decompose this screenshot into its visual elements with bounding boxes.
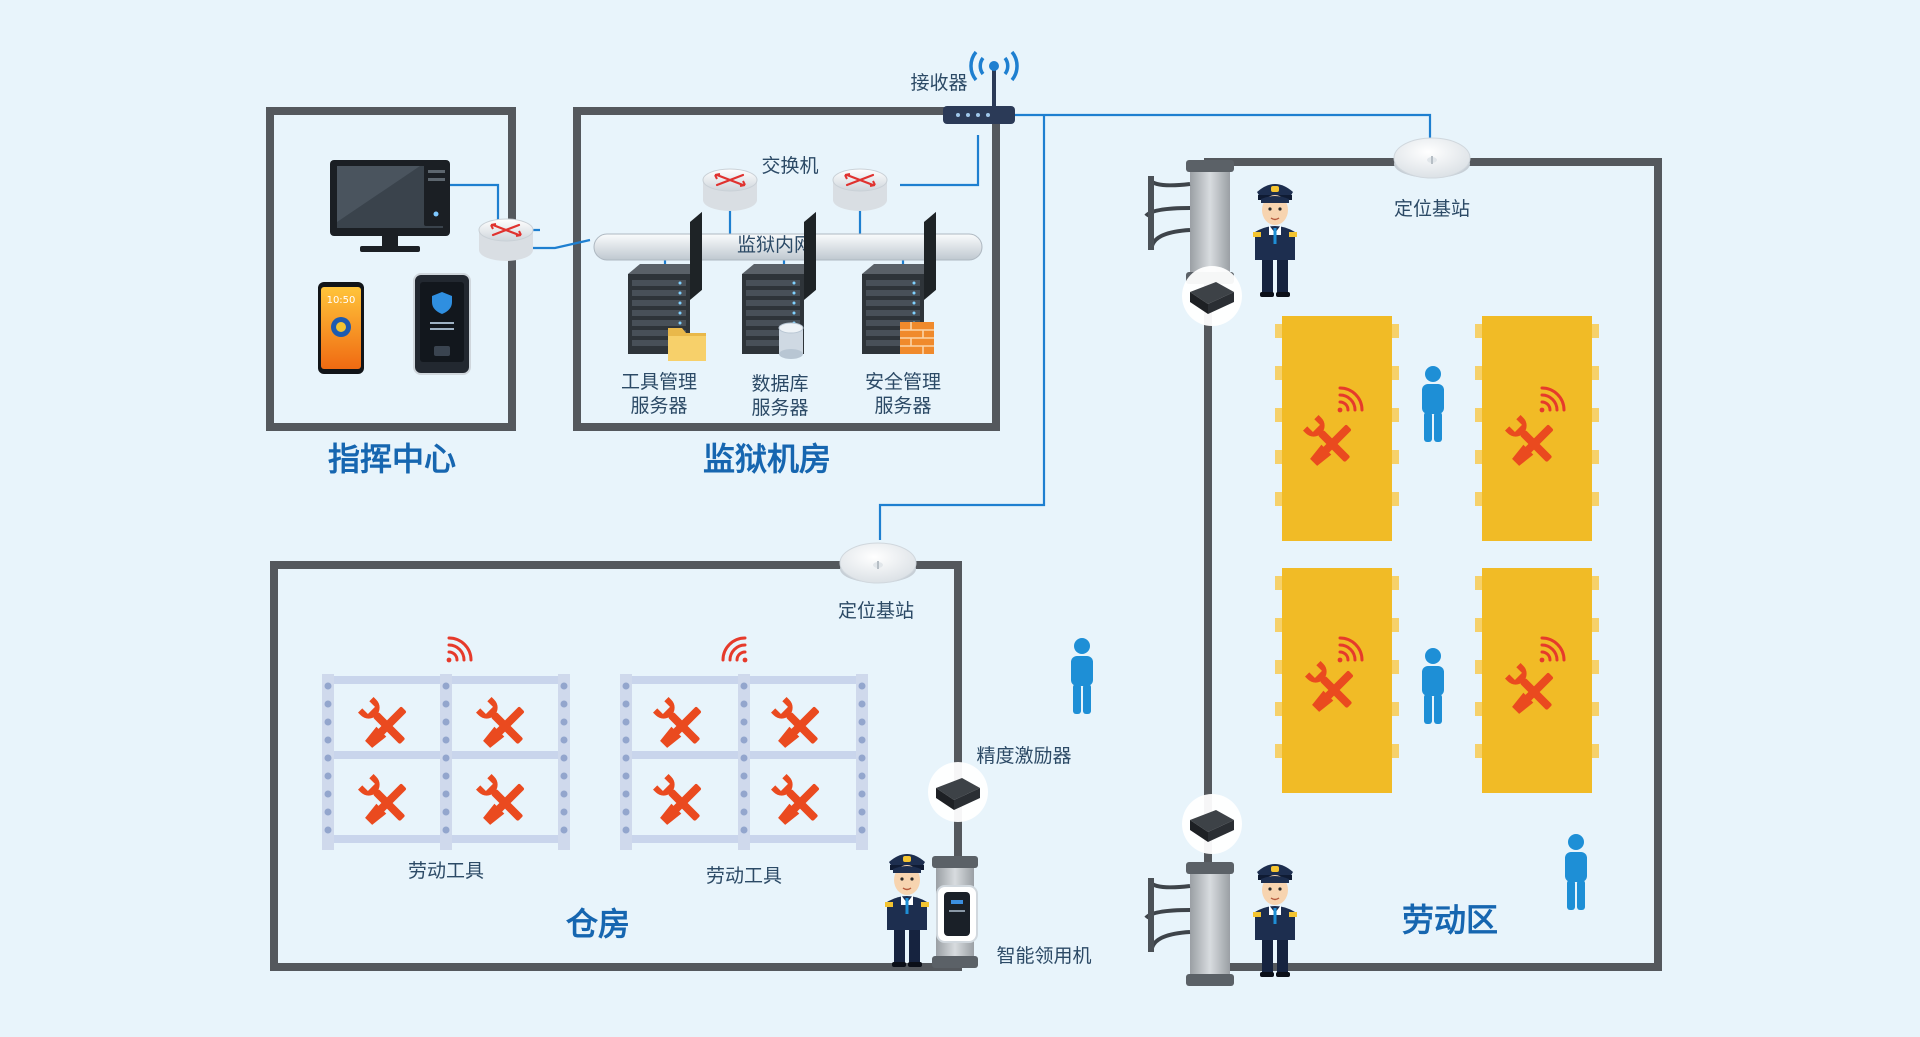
smartphone-icon: 10:50 (318, 282, 364, 374)
wrench-screwdriver-icon (653, 774, 706, 827)
wrench-screwdriver-icon (476, 697, 529, 750)
exciter-device-icon (928, 762, 988, 822)
tool-shelf-left (322, 674, 570, 850)
shelf-right-label: 劳动工具 (706, 865, 782, 887)
switch-router-icon (701, 167, 759, 213)
exciter-device-icon (1182, 266, 1242, 326)
tool-server-label: 服务器 (630, 395, 687, 417)
workbench (1275, 316, 1399, 541)
person-icon (1422, 648, 1444, 724)
tool-server-label: 工具管理 (621, 371, 697, 393)
server-room (573, 107, 1000, 431)
phone-clock: 10:50 (327, 295, 356, 306)
turnstile-gate-icon (1144, 158, 1236, 286)
workbench (1275, 568, 1399, 793)
guard-icon (1252, 863, 1298, 978)
smart-dispenser-label: 智能领用机 (996, 945, 1091, 967)
firewall-icon (900, 322, 934, 354)
exciter-device-icon (1182, 794, 1242, 854)
server-room-title: 监狱机房 (703, 440, 831, 478)
command-center-room (266, 107, 516, 431)
wrench-screwdriver-icon (771, 697, 824, 750)
labor-zone-title: 劳动区 (1402, 901, 1498, 939)
wrench-screwdriver-icon (653, 697, 706, 750)
pc-tower-icon (424, 162, 449, 226)
turnstile-gate-icon (1144, 860, 1236, 988)
database-server-label: 数据库 (751, 373, 808, 395)
warehouse-base-station-label: 定位基站 (838, 600, 914, 622)
security-server-label: 安全管理 (865, 371, 941, 393)
command-center-title: 指挥中心 (328, 440, 456, 478)
wifi-signal-icon (721, 636, 749, 664)
access-point-icon (839, 542, 917, 584)
receiver-label: 接收器 (910, 72, 967, 94)
precision-exciter-label: 精度激励器 (976, 745, 1071, 767)
labor-zone-room (1204, 158, 1662, 971)
tablet-terminal-icon (413, 273, 471, 375)
person-icon (1565, 834, 1587, 910)
tool-shelf-right (620, 674, 868, 850)
wrench-screwdriver-icon (358, 774, 411, 827)
server-rack-icon (628, 211, 702, 354)
wrench-screwdriver-icon (476, 774, 529, 827)
guard-icon (1252, 183, 1298, 298)
database-icon (778, 322, 804, 359)
switch-router-icon (831, 167, 889, 213)
person-icon (1071, 638, 1093, 714)
person-icon (1422, 366, 1444, 442)
antenna-icon (943, 50, 1019, 124)
database-server-label: 服务器 (751, 397, 808, 419)
access-point-icon (1393, 137, 1471, 179)
folder-icon (668, 328, 706, 361)
security-server-label: 服务器 (874, 395, 931, 417)
wrench-screwdriver-icon (358, 697, 411, 750)
guard-icon (884, 853, 930, 968)
workbench (1475, 568, 1599, 793)
intranet-label: 监狱内网 (737, 234, 813, 256)
command-center-router-icon (477, 217, 535, 263)
wifi-signal-icon (445, 636, 473, 664)
warehouse-title: 仓房 (566, 905, 630, 943)
labor-base-station-label: 定位基站 (1394, 198, 1470, 220)
wrench-screwdriver-icon (771, 774, 824, 827)
smart-dispenser-icon (936, 885, 978, 943)
switch-label: 交换机 (761, 155, 818, 177)
shelf-left-label: 劳动工具 (408, 860, 484, 882)
workbench (1475, 316, 1599, 541)
